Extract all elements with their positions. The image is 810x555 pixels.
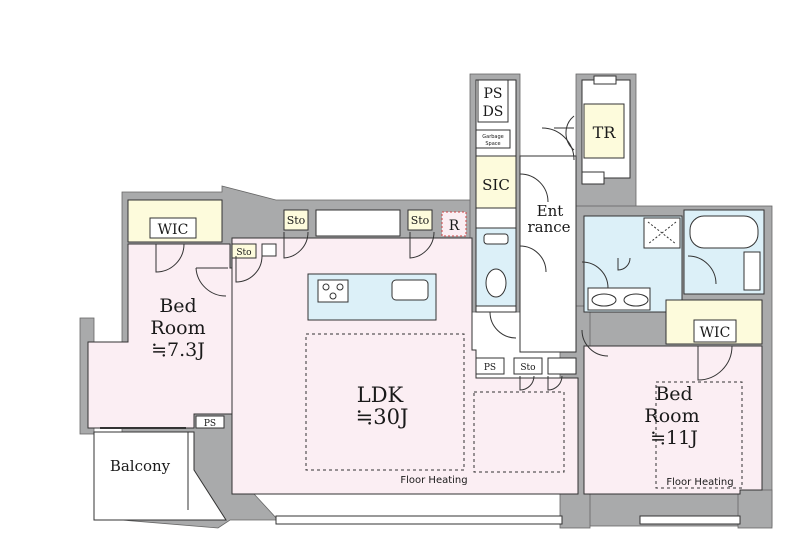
garbage-label-2: Space xyxy=(485,141,500,147)
tr-label: TR xyxy=(593,123,617,142)
floor-heating-area-2 xyxy=(473,391,565,473)
entrance-hall xyxy=(519,155,577,353)
door-swings xyxy=(155,115,733,391)
ps-ds-label-1: PS xyxy=(483,86,502,102)
refrigerator-label: R xyxy=(449,218,460,234)
bed-left-label-2: Room xyxy=(150,317,205,339)
tr-room xyxy=(583,103,625,159)
entrance-label-2: rance xyxy=(527,218,570,236)
bed-left-area: ≒7.3J xyxy=(151,339,205,361)
ps-label: PS xyxy=(204,419,216,429)
garbage-space xyxy=(475,129,511,149)
sto-label: Sto xyxy=(411,214,430,227)
ldk-area: ≒30J xyxy=(356,405,409,429)
kitchen-island xyxy=(307,273,437,321)
bed-right-label-1: Bed xyxy=(655,383,692,405)
wic-left-label: WIC xyxy=(158,222,189,238)
windows xyxy=(275,515,741,525)
ps-label: PS xyxy=(484,363,496,373)
entrance-label-1: Ent xyxy=(537,202,564,220)
floor-heating-area-1 xyxy=(305,333,465,471)
bedroom-right xyxy=(583,345,763,495)
ps-ds-label-2: DS xyxy=(483,104,504,120)
balcony xyxy=(93,431,227,521)
garbage-label-1: Garbage xyxy=(482,134,503,140)
bed-right-area: ≒11J xyxy=(650,427,698,449)
sto-label: Sto xyxy=(287,214,306,227)
bed-left-label-1: Bed xyxy=(159,295,196,317)
sto-label: Sto xyxy=(236,248,251,258)
wic-right-label: WIC xyxy=(700,325,731,341)
bed-right-label-2: Room xyxy=(644,405,699,427)
floor-heating-label-bed: Floor Heating xyxy=(666,477,733,488)
sic-room xyxy=(475,155,517,209)
balcony-label: Balcony xyxy=(110,457,171,475)
sto-label: Sto xyxy=(520,363,535,373)
bedroom-left xyxy=(87,243,233,429)
ps-ds-box xyxy=(477,79,509,123)
sic-label: SIC xyxy=(482,176,510,194)
ldk-label: LDK xyxy=(357,383,404,407)
floor-heating-label-ldk: Floor Heating xyxy=(400,475,467,486)
floor-heating-area-3 xyxy=(655,381,743,489)
bath-area xyxy=(583,209,765,313)
